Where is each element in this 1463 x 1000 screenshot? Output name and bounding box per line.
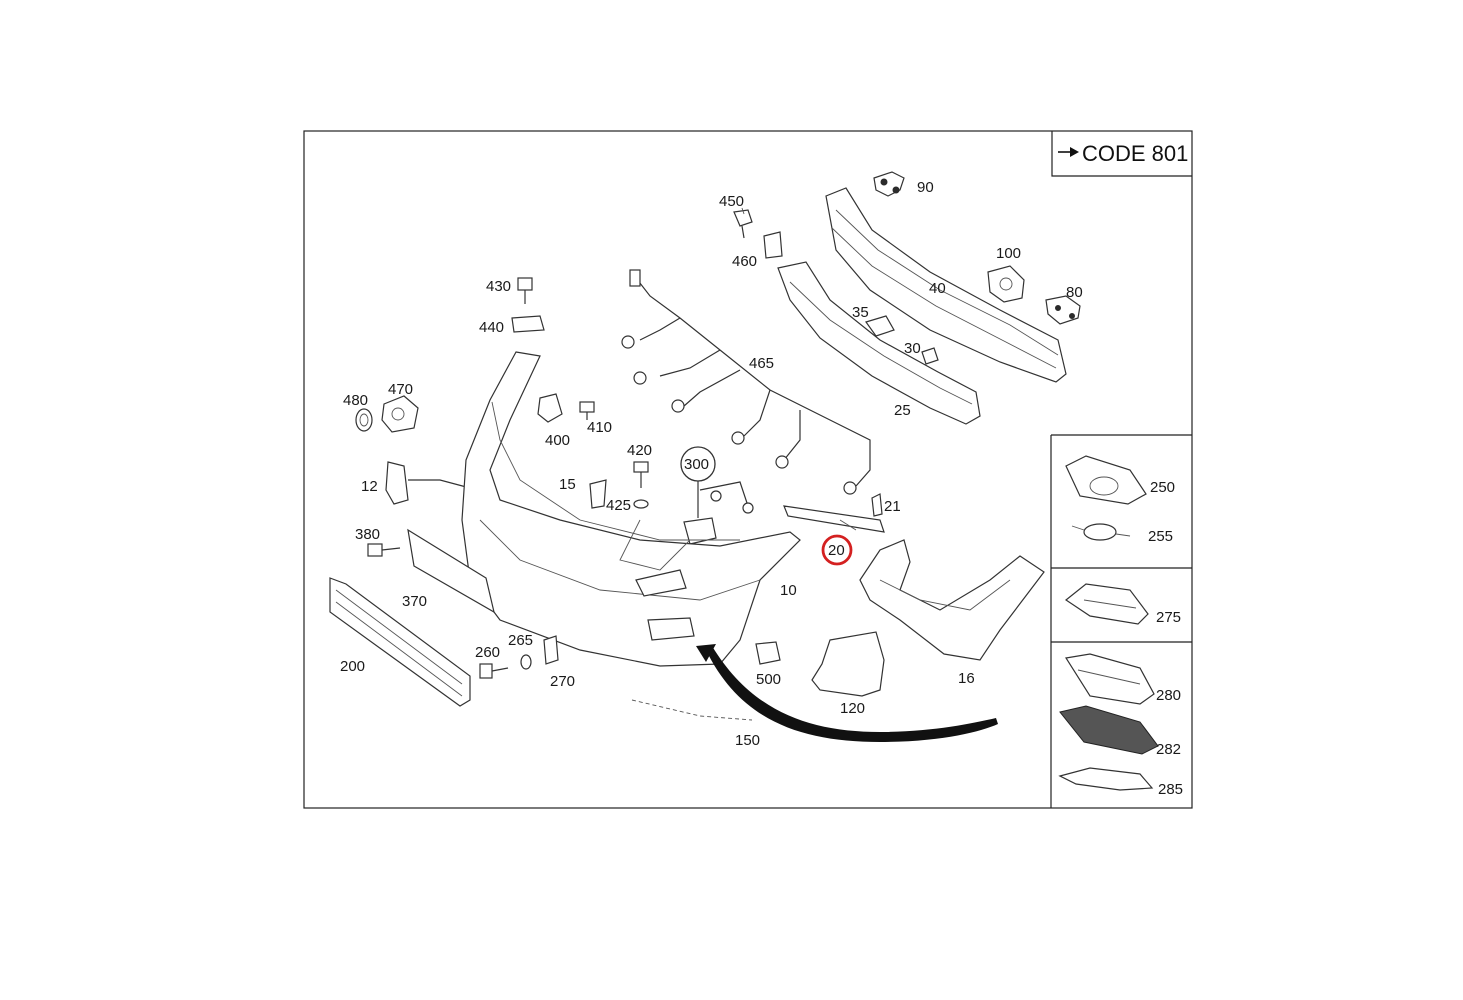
label-255: 255 — [1148, 528, 1173, 545]
highlight-circle-20 — [821, 534, 853, 566]
side-panels — [1050, 434, 1192, 808]
strip-20 — [783, 505, 885, 533]
code-box — [1051, 131, 1192, 177]
label-425: 425 — [606, 497, 631, 514]
label-12: 12 — [361, 478, 378, 495]
label-400: 400 — [545, 432, 570, 449]
label-430: 430 — [486, 278, 511, 295]
frame-280 — [1065, 653, 1155, 705]
clip-21 — [871, 493, 883, 517]
label-480: 480 — [343, 392, 368, 409]
bracket-90 — [873, 171, 905, 197]
wiring-harness-465 — [621, 269, 871, 495]
grille-200 — [329, 577, 471, 707]
label-25: 25 — [894, 402, 911, 419]
arrow-right-icon — [1058, 147, 1079, 157]
bracket-100 — [987, 265, 1025, 303]
clip-440 — [511, 315, 545, 333]
screw-410 — [579, 401, 595, 420]
label-35: 35 — [852, 304, 869, 321]
grille-282 — [1059, 705, 1159, 755]
bracket-12 — [385, 461, 471, 505]
label-440: 440 — [479, 319, 504, 336]
tow-cover-300 — [683, 481, 754, 545]
label-410: 410 — [587, 419, 612, 436]
label-270: 270 — [550, 673, 575, 690]
bolt-380 — [367, 543, 401, 557]
label-100: 100 — [996, 245, 1021, 262]
holder-400 — [537, 393, 563, 423]
plate-460 — [763, 231, 783, 259]
bolt-430 — [517, 277, 533, 304]
label-250: 250 — [1150, 479, 1175, 496]
bumper-cover-10 — [461, 351, 801, 667]
duct-120 — [811, 631, 885, 697]
leader-lines — [741, 207, 857, 531]
label-21: 21 — [884, 498, 901, 515]
label-285: 285 — [1158, 781, 1183, 798]
label-80: 80 — [1066, 284, 1083, 301]
label-275: 275 — [1156, 609, 1181, 626]
label-300: 300 — [684, 456, 709, 473]
label-282: 282 — [1156, 741, 1181, 758]
label-460: 460 — [732, 253, 757, 270]
lamp-275 — [1064, 583, 1149, 625]
label-30: 30 — [904, 340, 921, 357]
plate-holder-370 — [407, 528, 495, 614]
label-265: 265 — [508, 632, 533, 649]
label-465: 465 — [749, 355, 774, 372]
clip-500 — [755, 641, 781, 665]
label-500: 500 — [756, 671, 781, 688]
washer-425 — [633, 499, 649, 509]
bolt-450 — [733, 209, 753, 239]
label-20: 20 — [828, 542, 845, 559]
diagram-frame — [303, 130, 1193, 809]
bracket-15 — [589, 479, 607, 509]
label-120: 120 — [840, 700, 865, 717]
curved-arrow — [696, 644, 998, 742]
label-470: 470 — [388, 381, 413, 398]
bolt-420 — [633, 461, 649, 488]
sensor-470 — [381, 395, 419, 433]
label-380: 380 — [355, 526, 380, 543]
clip-80 — [1045, 295, 1081, 325]
bolt-260 — [479, 663, 509, 679]
part-35 — [865, 315, 895, 337]
code-label: CODE 801 — [1082, 141, 1188, 166]
label-10: 10 — [780, 582, 797, 599]
label-200: 200 — [340, 658, 365, 675]
label-16: 16 — [958, 670, 975, 687]
fog-frame-250 — [1065, 455, 1147, 505]
bracket-270 — [543, 635, 559, 665]
label-260: 260 — [475, 644, 500, 661]
strip-150 — [631, 699, 753, 721]
strip-285 — [1058, 767, 1154, 791]
label-420: 420 — [627, 442, 652, 459]
absorber-25 — [777, 261, 981, 425]
label-280: 280 — [1156, 687, 1181, 704]
part-labels: 90 450 100 460 430 40 80 35 440 30 465 4… — [340, 179, 1183, 798]
label-370: 370 — [402, 593, 427, 610]
label-15: 15 — [559, 476, 576, 493]
washer-265 — [520, 654, 532, 670]
screw-30 — [921, 347, 939, 365]
ring-255 — [1071, 523, 1131, 541]
label-150: 150 — [735, 732, 760, 749]
label-90: 90 — [917, 179, 934, 196]
ring-480 — [355, 408, 373, 432]
label-450: 450 — [719, 193, 744, 210]
impact-beam-40 — [825, 187, 1067, 383]
side-bracket-16 — [859, 539, 1045, 661]
label-40: 40 — [929, 280, 946, 297]
